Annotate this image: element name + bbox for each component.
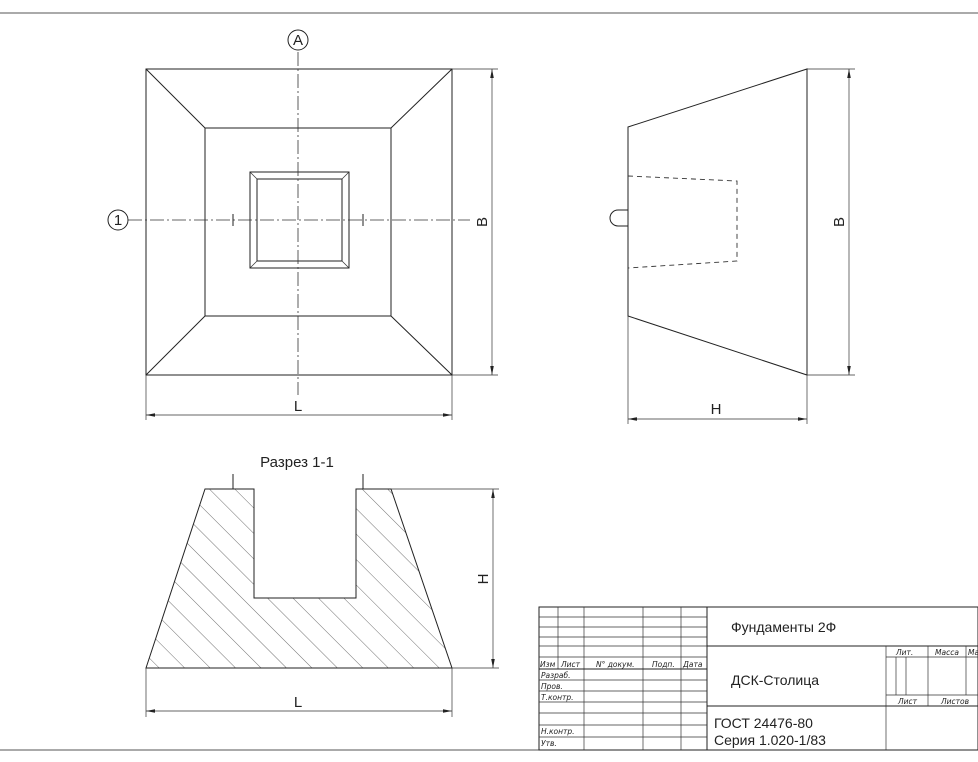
side-dimension-h-label: H xyxy=(711,401,722,418)
tb-organization: ДСК-Столица xyxy=(731,672,819,688)
plan-dimension-b-label: B xyxy=(474,217,491,227)
plan-view xyxy=(128,52,470,395)
sheet-frame xyxy=(0,12,978,751)
tb-col-list: Лист xyxy=(560,660,581,669)
axis-1-label: 1 xyxy=(114,212,122,229)
side-dimension-b-label: B xyxy=(831,217,848,227)
tb-row-nkontr: Н.контр. xyxy=(541,727,575,736)
side-dimension-b: B xyxy=(807,68,855,376)
tb-title: Фундаменты 2Ф xyxy=(731,619,836,635)
tb-lit: Лит. xyxy=(895,648,913,657)
tb-col-sign: Подп. xyxy=(652,660,675,669)
tb-standard: ГОСТ 24476-80 xyxy=(714,715,813,731)
side-dimension-h: H xyxy=(627,316,808,424)
lifting-loop xyxy=(609,209,628,227)
tb-row-razrab: Разраб. xyxy=(541,671,570,680)
plan-dimension-b: B xyxy=(452,68,498,376)
section-dimension-h-label: H xyxy=(475,574,492,585)
tb-col-date: Дата xyxy=(682,660,703,669)
section-dimension-h: H xyxy=(391,488,499,669)
axis-marker-1: 1 xyxy=(107,209,129,231)
tb-list: Лист xyxy=(897,697,918,706)
side-view xyxy=(609,68,808,376)
section-dimension-l-label: L xyxy=(294,694,302,711)
plan-dimension-l: L xyxy=(145,375,453,420)
tb-masshtab: Ма xyxy=(968,648,978,657)
plan-dimension-l-label: L xyxy=(294,398,302,415)
axis-a-label: A xyxy=(293,32,303,49)
axis-marker-a: A xyxy=(287,29,309,51)
tb-col-izm: Изм xyxy=(540,660,556,669)
tb-massa: Масса xyxy=(935,648,959,657)
tb-row-prov: Пров. xyxy=(541,682,563,691)
tb-listov: Листов xyxy=(940,697,969,706)
tb-col-doc: N° докум. xyxy=(596,660,635,669)
tb-series: Серия 1.020-1/83 xyxy=(714,732,826,748)
section-view xyxy=(145,474,453,669)
section-title: Разрез 1-1 xyxy=(260,454,334,471)
tb-row-utv: Утв. xyxy=(541,739,557,748)
tb-row-tkontr: Т.контр. xyxy=(541,693,574,702)
title-block: Изм Лист N° докум. Подп. Дата Разраб. Пр… xyxy=(538,606,978,751)
section-dimension-l: L xyxy=(145,668,453,717)
